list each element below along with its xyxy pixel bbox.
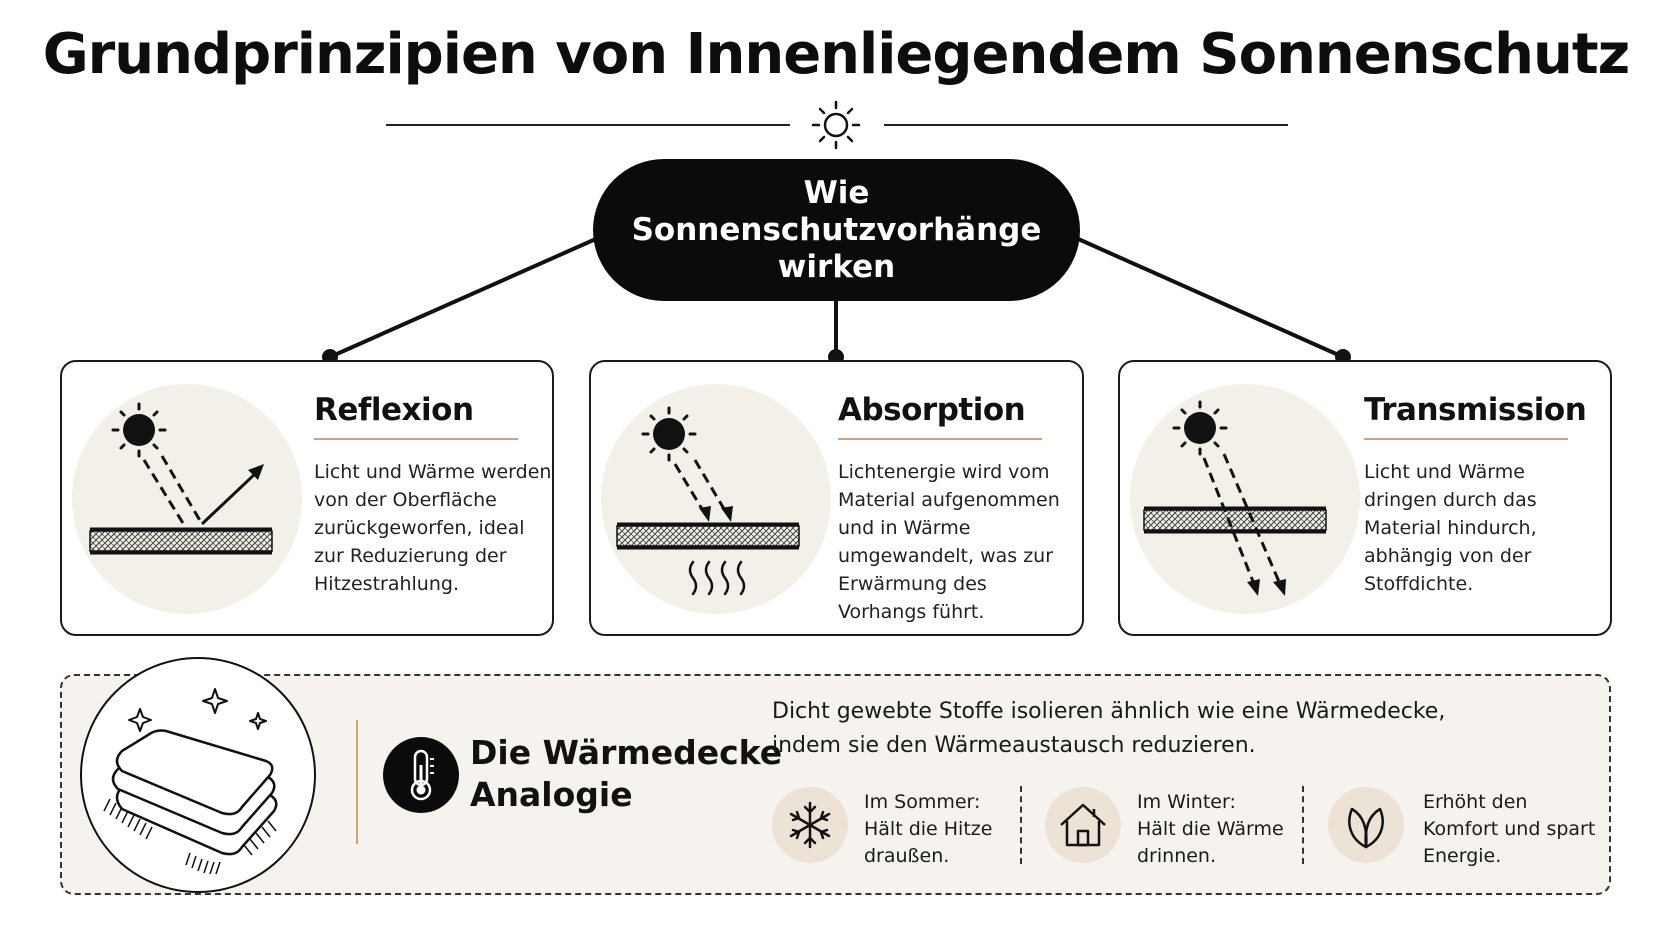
- feature-line: Energie.: [1423, 845, 1502, 867]
- sun-icon: [811, 100, 861, 150]
- feature-line: Hält die Wärme: [1137, 818, 1284, 840]
- card-absorption: Absorption Lichtenergie wird vom Materia…: [589, 360, 1084, 636]
- desc-line: Material aufgenommen: [838, 489, 1060, 511]
- feature-line: drinnen.: [1137, 845, 1217, 867]
- feature-line: Hält die Hitze: [864, 818, 993, 840]
- blanket-illustration: [80, 657, 316, 893]
- sun-icon: [641, 406, 697, 462]
- feature-line: draußen.: [864, 845, 950, 867]
- desc-line: zur Reduzierung der: [314, 545, 507, 567]
- analogy-desc-line: Dicht gewebte Stoffe isolieren ähnlich w…: [772, 699, 1446, 724]
- analogy-desc-line: indem sie den Wärmeaustausch reduzieren.: [772, 733, 1256, 758]
- analogy-title-line: Analogie: [470, 775, 633, 814]
- desc-line: Lichtenergie wird vom: [838, 461, 1050, 483]
- thermometer-icon: [383, 737, 459, 813]
- analogy-description: Dicht gewebte Stoffe isolieren ähnlich w…: [772, 695, 1592, 763]
- center-topic-line-2: Sonnenschutzvorhänge: [631, 211, 1042, 248]
- feature-line: Erhöht den: [1423, 791, 1528, 813]
- card-description: Lichtenergie wird vom Material aufgenomm…: [838, 458, 1060, 626]
- desc-line: Erwärmung des: [838, 573, 987, 595]
- desc-line: zurückgeworfen, ideal: [314, 517, 525, 539]
- page-title: Grundprinzipien von Innenliegendem Sonne…: [42, 22, 1631, 87]
- center-topic: Wie Sonnenschutzvorhänge wirken: [593, 159, 1080, 301]
- desc-line: umgewandelt, was zur: [838, 545, 1054, 567]
- title-underline: [1364, 438, 1568, 440]
- house-icon: [1045, 787, 1121, 863]
- desc-line: von der Oberfläche: [314, 489, 497, 511]
- feature-label: Im Sommer:: [864, 791, 981, 813]
- feature-winter: Im Winter: Hält die Wärme drinnen.: [1137, 789, 1284, 870]
- title-underline: [838, 438, 1042, 440]
- desc-line: Licht und Wärme werden: [314, 461, 552, 483]
- card-transmission: Transmission Licht und Wärme dringen dur…: [1118, 360, 1612, 636]
- card-description: Licht und Wärme werden von der Oberfläch…: [314, 458, 551, 598]
- desc-line: und in Wärme: [838, 517, 971, 539]
- leaf-icon: [1328, 787, 1404, 863]
- desc-line: abhängig von der: [1364, 545, 1532, 567]
- desc-line: Vorhangs führt.: [838, 601, 985, 623]
- analogy-title: Die Wärmedecke Analogie: [470, 732, 782, 816]
- feature-separator: [1020, 786, 1022, 864]
- sparkle-icon: [128, 688, 267, 732]
- heat-waves-icon: [688, 560, 746, 596]
- card-title: Transmission: [1364, 392, 1587, 428]
- feature-summer: Im Sommer: Hält die Hitze draußen.: [864, 789, 992, 870]
- desc-line: Hitzestrahlung.: [314, 573, 459, 595]
- desc-line: dringen durch das: [1364, 489, 1537, 511]
- divider-right: [884, 124, 1288, 126]
- card-reflexion: Reflexion Licht und Wärme werden von der…: [60, 360, 554, 636]
- blanket-icon: [103, 688, 278, 875]
- center-topic-line-1: Wie: [803, 174, 870, 211]
- reflexion-illustration: [72, 384, 302, 614]
- desc-line: Licht und Wärme: [1364, 461, 1525, 483]
- card-title: Absorption: [838, 392, 1026, 428]
- snowflake-icon: [772, 787, 848, 863]
- sun-icon: [111, 402, 167, 458]
- feature-label: Im Winter:: [1137, 791, 1236, 813]
- analogy-divider: [356, 720, 358, 844]
- transmission-illustration: [1130, 384, 1360, 614]
- desc-line: Stoffdichte.: [1364, 573, 1474, 595]
- divider-left: [386, 124, 790, 126]
- analogy-title-line: Die Wärmedecke: [470, 733, 783, 772]
- absorption-illustration: [601, 384, 831, 614]
- title-underline: [314, 438, 518, 440]
- desc-line: Material hindurch,: [1364, 517, 1537, 539]
- card-title: Reflexion: [314, 392, 474, 428]
- feature-separator: [1302, 786, 1304, 864]
- sun-icon: [1172, 400, 1228, 456]
- feature-energy: Erhöht den Komfort und spart Energie.: [1423, 789, 1595, 870]
- feature-line: Komfort und spart: [1423, 818, 1596, 840]
- card-description: Licht und Wärme dringen durch das Materi…: [1364, 458, 1537, 598]
- center-topic-line-3: wirken: [777, 248, 896, 285]
